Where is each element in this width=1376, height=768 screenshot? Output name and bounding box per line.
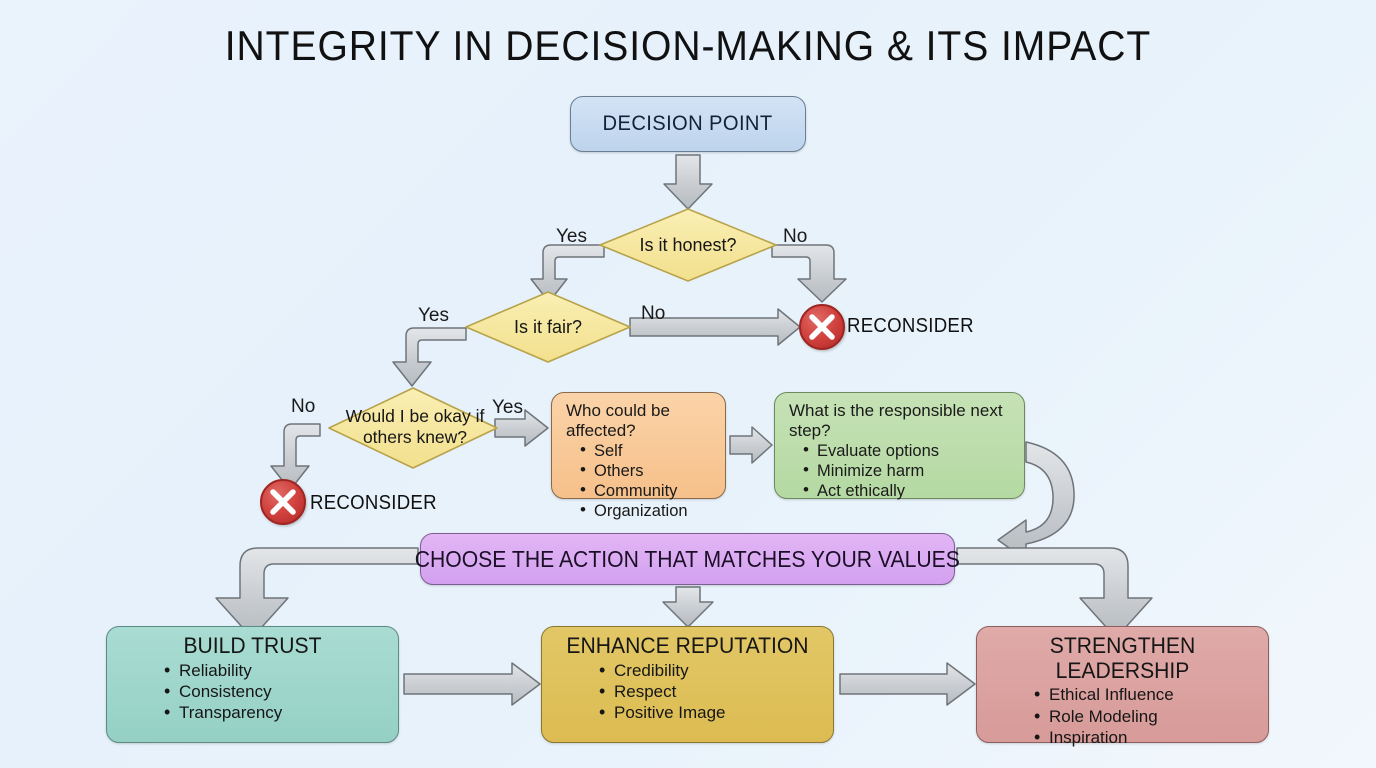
list-item: Inspiration: [1034, 726, 1258, 749]
edge-label-honest-yes: Yes: [556, 226, 587, 247]
list-item: Minimize harm: [803, 460, 1012, 481]
list-item: Evaluate options: [803, 440, 1012, 461]
next-step-heading: What is the responsible next step?: [789, 401, 1003, 440]
arrow-honest-no: [771, 244, 847, 303]
arrow-fair-no: [629, 308, 801, 346]
node-choose-action[interactable]: CHOOSE THE ACTION THAT MATCHES YOUR VALU…: [415, 533, 960, 585]
list-item: Community: [580, 480, 713, 501]
list-item: Respect: [599, 680, 823, 703]
edge-label-honest-no: No: [783, 226, 808, 247]
list-item: Positive Image: [599, 701, 823, 724]
x-circle-icon: [809, 314, 835, 340]
list-item: Others: [580, 460, 713, 481]
enhance-reputation-list: Credibility Respect Positive Image: [552, 659, 823, 725]
reconsider-marker-2: [260, 479, 306, 525]
node-enhance-reputation[interactable]: ENHANCE REPUTATION Credibility Respect P…: [541, 626, 834, 743]
arrow-fair-yes: [392, 327, 467, 387]
arrow-others-no: [270, 423, 321, 491]
reconsider-label-1: RECONSIDER: [847, 315, 974, 337]
node-build-trust[interactable]: BUILD TRUST Reliability Consistency Tran…: [106, 626, 399, 743]
arrow-trust-to-reputation: [403, 662, 541, 706]
arrow-choose-to-trust: [215, 547, 419, 639]
affected-heading: Who could be affected?: [566, 401, 670, 440]
x-circle-icon: [270, 489, 296, 515]
list-item: Role Modeling: [1034, 705, 1258, 728]
edge-label-fair-yes: Yes: [418, 305, 449, 326]
edge-label-others-no: No: [291, 396, 316, 417]
reconsider-marker-1: [799, 304, 845, 350]
arrow-honest-yes: [530, 244, 605, 303]
node-who-could-be-affected[interactable]: Who could be affected? Self Others Commu…: [551, 392, 726, 521]
arrow-affected-to-nextstep: [729, 426, 773, 464]
list-item: Credibility: [599, 659, 823, 682]
decision-diamond-others-knew: [328, 387, 498, 469]
node-decision-point[interactable]: DECISION POINT: [570, 96, 806, 152]
node-strengthen-leadership[interactable]: STRENGTHEN LEADERSHIP Ethical Influence …: [976, 626, 1269, 749]
list-item: Self: [580, 440, 713, 461]
choose-action-label: CHOOSE THE ACTION THAT MATCHES YOUR VALU…: [414, 545, 961, 572]
affected-list: Self Others Community Organization: [564, 440, 713, 522]
arrow-others-yes: [494, 409, 549, 447]
list-item: Consistency: [164, 680, 388, 703]
reconsider-label-2: RECONSIDER: [310, 492, 437, 514]
next-step-list: Evaluate options Minimize harm Act ethic…: [787, 440, 1012, 501]
decision-diamond-fair: [465, 291, 631, 363]
arrow-choose-to-reputation: [662, 586, 714, 628]
edge-label-fair-no: No: [641, 303, 666, 324]
decision-diamond-honest: [599, 208, 777, 282]
list-item: Act ethically: [803, 480, 1012, 501]
list-item: Reliability: [164, 659, 388, 682]
list-item: Ethical Influence: [1034, 683, 1258, 706]
enhance-reputation-heading: ENHANCE REPUTATION: [566, 633, 809, 658]
strengthen-leadership-heading: STRENGTHEN LEADERSHIP: [1049, 633, 1196, 683]
edge-label-others-yes: Yes: [492, 397, 523, 418]
strengthen-leadership-list: Ethical Influence Role Modeling Inspirat…: [987, 683, 1258, 749]
arrow-start-to-honest: [663, 154, 713, 210]
list-item: Transparency: [164, 701, 388, 724]
decision-point-label: DECISION POINT: [602, 112, 774, 135]
node-responsible-next-step[interactable]: What is the responsible next step? Evalu…: [774, 392, 1025, 501]
build-trust-list: Reliability Consistency Transparency: [117, 659, 388, 725]
build-trust-heading: BUILD TRUST: [183, 633, 322, 658]
arrow-choose-to-leadership: [956, 547, 1153, 639]
arrow-reputation-to-leadership: [839, 662, 976, 706]
page-title: INTEGRITY IN DECISION-MAKING & ITS IMPAC…: [224, 22, 1152, 69]
list-item: Organization: [580, 500, 713, 521]
